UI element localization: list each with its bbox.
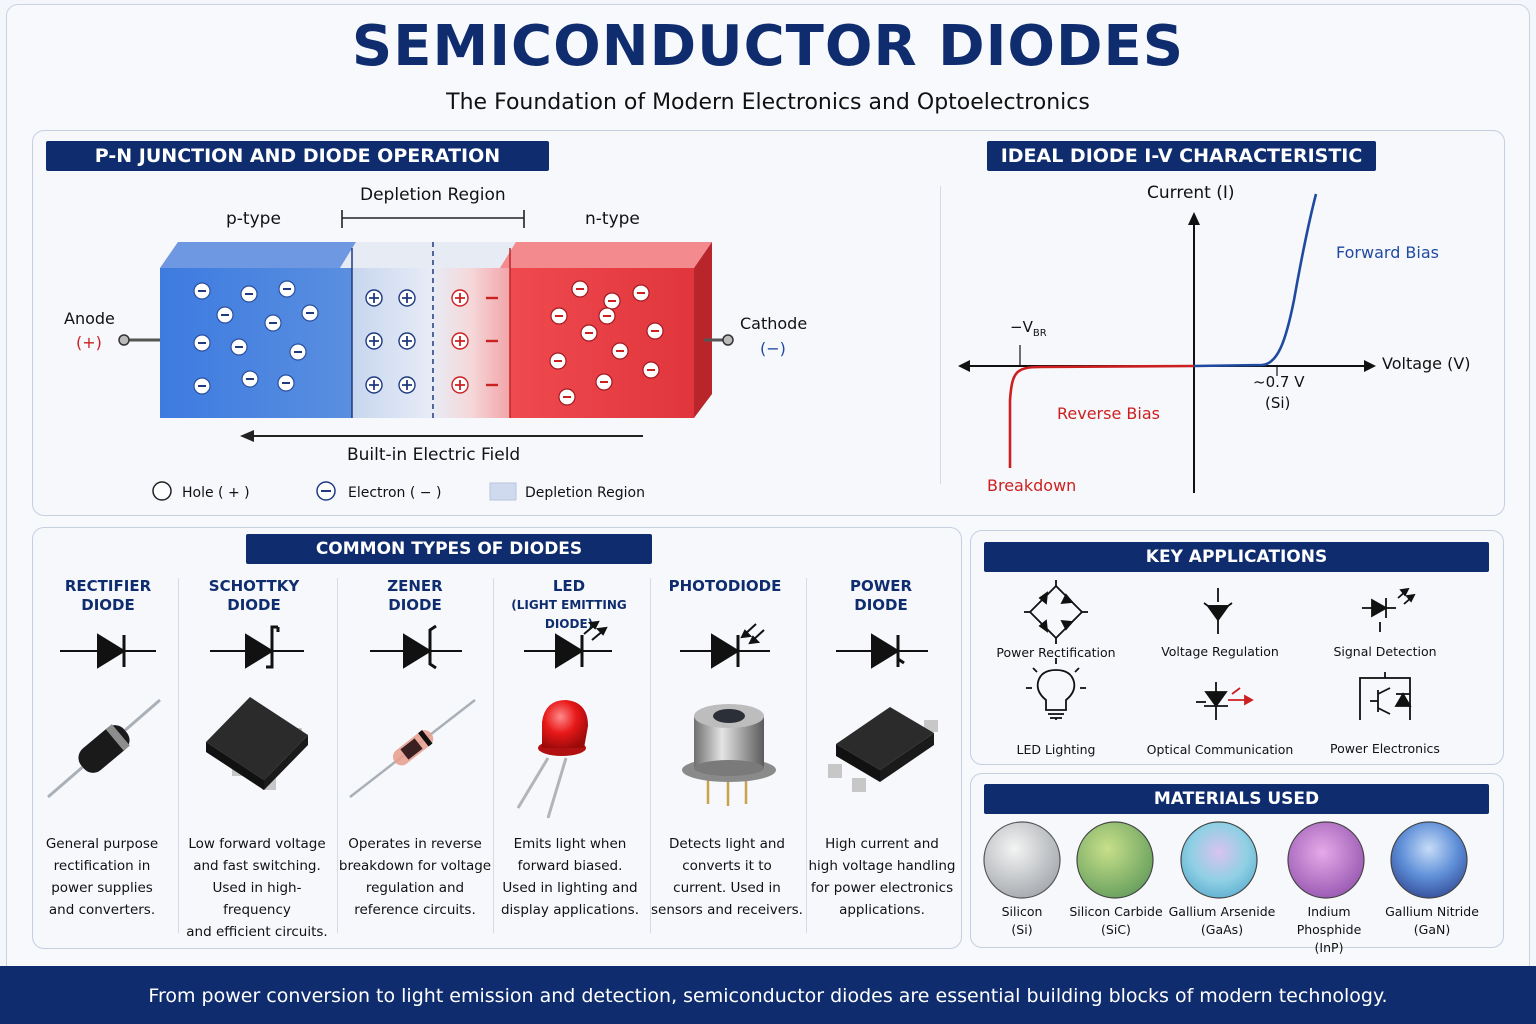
applications-heading: KEY APPLICATIONS	[984, 542, 1489, 572]
app-power-rectification: Power Rectification	[996, 645, 1116, 660]
zener-icon	[1203, 588, 1233, 634]
types-panel	[32, 527, 962, 949]
material-gallium-arsenide: Gallium Arsenide(GaAs)	[1168, 904, 1276, 937]
app-power-electronics: Power Electronics	[1330, 741, 1440, 756]
top-divider	[940, 186, 941, 484]
type-divider-5	[806, 578, 807, 933]
schottky-symbol-icon	[210, 625, 304, 669]
type-divider-1	[178, 578, 179, 933]
power-diode-symbol-icon	[836, 633, 928, 669]
gallium-arsenide-wafer	[1180, 821, 1258, 899]
glass-diode-icon	[349, 699, 476, 798]
legend-electron: Electron ( − )	[348, 485, 442, 501]
type-divider-4	[650, 578, 651, 933]
zener-symbol-icon	[370, 624, 462, 670]
reverse-bias-label: Reverse Bias	[1057, 404, 1160, 423]
bulb-icon	[1026, 658, 1086, 720]
iv-curve-chart	[958, 193, 1376, 493]
type-divider-2	[337, 578, 338, 933]
app-optical-communication: Optical Communication	[1146, 742, 1294, 757]
legend-hole: Hole ( + )	[182, 485, 250, 501]
red-led-icon	[516, 700, 588, 819]
igbt-module-icon	[1359, 672, 1412, 720]
photodiode-icon	[1362, 587, 1416, 632]
p-type-label: p-type	[226, 209, 281, 229]
app-voltage-regulation: Voltage Regulation	[1161, 644, 1279, 659]
optical-diode-icon	[1196, 682, 1254, 720]
material-silicon-carbide: Silicon Carbide(SiC)	[1069, 904, 1163, 937]
footer-banner: From power conversion to light emission …	[0, 966, 1536, 1024]
page-subtitle: The Foundation of Modern Electronics and…	[446, 90, 1090, 115]
app-led-lighting: LED Lighting	[1016, 742, 1096, 757]
vbr-label: −VBR	[1010, 318, 1047, 339]
anode-sign: (+)	[76, 333, 102, 352]
bridge-rectifier-icon	[1024, 580, 1088, 644]
knee-material-label: (Si)	[1265, 394, 1291, 412]
reverse-bias-curve	[1008, 364, 1195, 468]
types-heading: COMMON TYPES OF DIODES	[246, 534, 652, 564]
metal-can-photodiode-icon	[682, 704, 776, 806]
hole-legend-icon	[152, 481, 172, 501]
materials-wafers	[983, 821, 1468, 899]
applications-icons	[1024, 580, 1416, 720]
page-title: SEMICONDUCTOR DIODES	[351, 14, 1185, 79]
iv-y-label: Current (I)	[1147, 183, 1235, 203]
led-title: LED(LIGHT EMITTING DIODE)	[511, 577, 627, 631]
materials-heading: MATERIALS USED	[984, 784, 1489, 814]
anode-label: Anode	[64, 309, 115, 328]
legend-depletion: Depletion Region	[525, 485, 645, 501]
gallium-nitride-wafer	[1390, 821, 1468, 899]
material-indium-phosphide: Indium Phosphide(InP)	[1296, 904, 1362, 955]
power-smd-icon	[828, 707, 938, 792]
rectifier-symbol-icon	[60, 633, 156, 669]
built-in-field-label: Built-in Electric Field	[347, 445, 521, 465]
forward-bias-curve	[1193, 193, 1318, 368]
type-divider-3	[493, 578, 494, 933]
depletion-legend-swatch	[489, 482, 517, 501]
photodiode-title: PHOTODIODE	[668, 577, 782, 595]
pn-junction-diagram	[118, 210, 734, 501]
photodiode-symbol-icon	[680, 623, 770, 669]
axial-diode-icon	[47, 698, 161, 799]
smd-package-icon	[206, 697, 308, 790]
led-symbol-icon	[524, 620, 612, 669]
indium-phosphide-wafer	[1287, 821, 1365, 899]
n-region	[510, 268, 694, 418]
forward-bias-label: Forward Bias	[1336, 243, 1439, 262]
silicon-wafer	[983, 821, 1061, 899]
iv-heading: IDEAL DIODE I-V CHARACTERISTIC	[987, 141, 1376, 171]
depletion-region-label: Depletion Region	[360, 185, 506, 205]
diode-types-graphics	[47, 620, 938, 819]
iv-x-label: Voltage (V)	[1382, 354, 1471, 373]
n-type-label: n-type	[585, 209, 640, 229]
app-signal-detection: Signal Detection	[1333, 644, 1437, 659]
silicon-carbide-wafer	[1076, 821, 1154, 899]
material-silicon: Silicon(Si)	[1001, 904, 1043, 937]
knee-voltage-label: ~0.7 V	[1253, 373, 1305, 391]
pn-junction-heading: P-N JUNCTION AND DIODE OPERATION	[46, 141, 549, 171]
breakdown-label: Breakdown	[987, 476, 1077, 495]
cathode-label: Cathode	[740, 314, 808, 333]
material-gallium-nitride: Gallium Nitride(GaN)	[1385, 904, 1479, 937]
cathode-sign: (−)	[760, 339, 786, 358]
